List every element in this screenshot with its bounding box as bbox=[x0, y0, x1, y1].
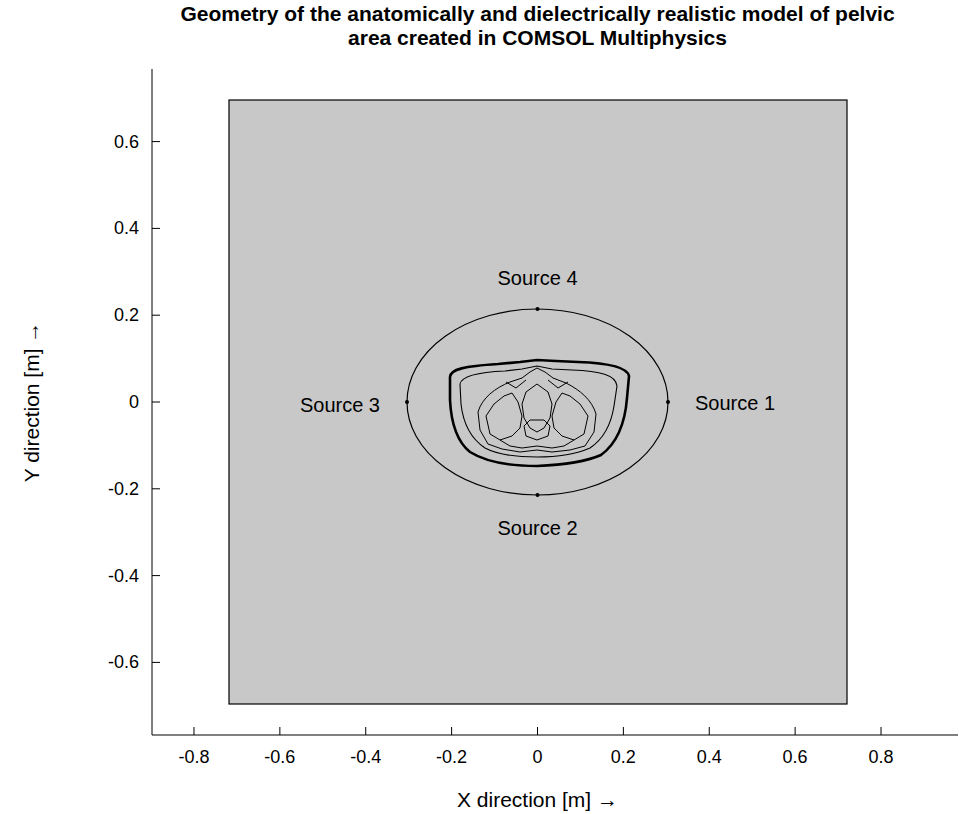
source-label: Source 1 bbox=[695, 392, 775, 415]
tick-label: 0 bbox=[129, 392, 139, 413]
source-points bbox=[405, 307, 670, 497]
x-tick bbox=[193, 727, 194, 735]
tick-label: -0.2 bbox=[108, 478, 139, 499]
axis-label: Y direction [m] → bbox=[20, 322, 44, 483]
air-domain bbox=[229, 100, 847, 704]
tick-label: -0.6 bbox=[264, 747, 295, 768]
y-tick bbox=[152, 141, 160, 142]
y-tick bbox=[152, 575, 160, 576]
pelvic-floor bbox=[500, 440, 574, 448]
y-tick bbox=[152, 662, 160, 663]
source-ellipse bbox=[407, 309, 668, 495]
tick-label: 0.2 bbox=[611, 747, 636, 768]
x-tick bbox=[795, 727, 796, 735]
x-tick bbox=[537, 727, 538, 735]
axes bbox=[152, 69, 958, 735]
tick-label: 0.4 bbox=[114, 218, 139, 239]
source-label: Source 4 bbox=[497, 267, 577, 290]
y-tick bbox=[152, 402, 160, 403]
source-label: Source 3 bbox=[300, 394, 380, 417]
y-tick bbox=[152, 315, 160, 316]
tick-label: 0.2 bbox=[114, 305, 139, 326]
sacrum bbox=[522, 384, 552, 432]
x-tick bbox=[365, 727, 366, 735]
tick-label: 0.6 bbox=[783, 747, 808, 768]
tick-label: 0.8 bbox=[869, 747, 894, 768]
tick-label: -0.2 bbox=[436, 747, 467, 768]
tick-label: -0.8 bbox=[178, 747, 209, 768]
body-outline bbox=[450, 360, 629, 466]
y-tick bbox=[152, 488, 160, 489]
tick-label: -0.6 bbox=[108, 652, 139, 673]
fat-layer bbox=[460, 366, 617, 457]
y-tick bbox=[152, 228, 160, 229]
left-hip-bone bbox=[486, 393, 522, 440]
x-tick bbox=[623, 727, 624, 735]
pelvis-contours bbox=[450, 360, 629, 466]
bladder bbox=[524, 420, 550, 440]
x-tick bbox=[881, 727, 882, 735]
muscle-contour bbox=[478, 368, 596, 452]
x-tick bbox=[279, 727, 280, 735]
axis-label: X direction [m] → bbox=[457, 788, 618, 812]
tick-label: 0 bbox=[532, 747, 542, 768]
tick-label: -0.4 bbox=[350, 747, 381, 768]
right-hip-bone bbox=[552, 393, 588, 440]
figure-title: Geometry of the anatomically and dielect… bbox=[168, 2, 908, 50]
abdominal-wall bbox=[506, 380, 568, 388]
tick-label: -0.4 bbox=[108, 565, 139, 586]
tick-label: 0.4 bbox=[697, 747, 722, 768]
tick-label: 0.6 bbox=[114, 131, 139, 152]
x-tick bbox=[451, 727, 452, 735]
source-label: Source 2 bbox=[497, 517, 577, 540]
tick-marks bbox=[152, 142, 881, 735]
x-tick bbox=[709, 727, 710, 735]
